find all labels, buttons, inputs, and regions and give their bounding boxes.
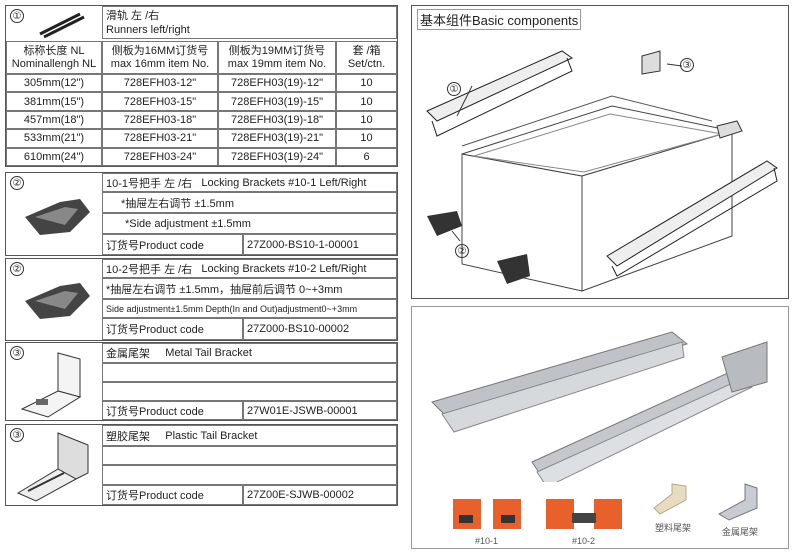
item-number: ②: [10, 176, 24, 190]
metal-tail-bracket-photo: [717, 483, 758, 521]
table-cell: 533mm(21"): [6, 129, 102, 148]
product-code: 27Z00E-SJWB-00002: [247, 489, 354, 501]
metal-bracket-illustration: [20, 352, 82, 418]
item-number: ③: [10, 346, 24, 360]
table-cell: 728EFH03-21": [102, 129, 218, 148]
table-cell: 728EFH03(19)-15": [218, 92, 336, 111]
plastic-tail-bracket-photo: [653, 483, 687, 515]
table-cell: 10: [336, 74, 397, 93]
caption-10-1: #10-1: [475, 536, 499, 546]
adjustment-cn: *抽屉左右调节 ±1.5mm: [121, 197, 234, 210]
adjustment-en: *Side adjustment ±1.5mm: [125, 217, 251, 230]
locking-bracket-10-2-section: ② 10-2号把手 左 /右 Locking Brackets #10-2 Le…: [5, 258, 398, 341]
title-en: Metal Tail Bracket: [165, 347, 252, 359]
table-cell: 10: [336, 110, 397, 130]
product-code: 27Z000-BS10-1-00001: [247, 238, 359, 251]
runner-photo: [431, 331, 768, 482]
metal-tail-bracket-section: ③ 金属尾架 Metal Tail Bracket 订货号Product cod…: [5, 342, 398, 421]
product-photo-panel: #10-1 #10-2 塑料尾架 金属尾架: [411, 306, 789, 549]
locking-bracket-10-1-photo: [453, 499, 521, 529]
adjustment-en: Side adjustment±1.5mm Depth(In and Out)a…: [106, 303, 358, 314]
caption-10-2: #10-2: [572, 536, 596, 546]
product-code-label: 订货号Product code: [106, 490, 204, 502]
table-cell: 728EFH03-18": [102, 110, 218, 130]
title-cn: 塑胶尾架: [106, 430, 150, 443]
table-cell: 10: [336, 129, 397, 148]
locking-bracket-illustration: [25, 199, 90, 235]
title-cn: 滑轨 左 /右: [106, 9, 160, 22]
drawer-assembly-diagram: [426, 50, 778, 292]
table-cell: 728EFH03-12": [102, 74, 218, 93]
item-number: ②: [10, 262, 24, 276]
title-en: Runners left/right: [106, 23, 190, 36]
title-en: Plastic Tail Bracket: [165, 429, 258, 442]
product-code: 27W01E-JSWB-00001: [247, 404, 358, 417]
product-code-label: 订货号Product code: [106, 324, 204, 336]
callout-1: ①: [447, 82, 461, 96]
caption-metal-tail-bracket: 金属尾架: [722, 527, 759, 537]
table-cell: 305mm(12"): [6, 74, 102, 93]
plastic-bracket-illustration: [16, 432, 89, 502]
table-cell: 610mm(24"): [6, 147, 102, 166]
locking-bracket-10-2-photo: [546, 499, 622, 529]
table-cell: 728EFH03(19)-24": [218, 147, 336, 166]
caption-plastic-tail-bracket: 塑料尾架: [655, 523, 692, 533]
locking-bracket-illustration: [25, 283, 90, 319]
callout-3: ③: [680, 58, 694, 72]
table-cell: 6: [336, 147, 397, 166]
table-cell: 381mm(15"): [6, 92, 102, 111]
panel-title: 基本组件Basic components: [417, 9, 582, 30]
item-number: ③: [10, 428, 24, 442]
runner-illustration: [39, 12, 85, 38]
table-cell: 728EFH03(19)-21": [218, 129, 336, 148]
product-code: 27Z000-BS10-00002: [247, 323, 350, 335]
title-en: Locking Brackets #10-2 Left/Right: [201, 262, 367, 275]
plastic-tail-bracket-section: ③ 塑胶尾架 Plastic Tail Bracket 订货号Product c…: [5, 424, 398, 506]
table-cell: 728EFH03-15": [102, 92, 218, 111]
callout-2: ②: [455, 244, 469, 258]
adjustment-cn: *抽屉左右调节 ±1.5mm，抽屉前后调节 0~+3mm: [106, 283, 343, 296]
title-cn: 金属尾架: [106, 348, 150, 360]
product-code-label: 订货号Product code: [106, 405, 204, 418]
title-en: Locking Brackets #10-1 Left/Right: [201, 176, 367, 189]
product-code-label: 订货号Product code: [106, 239, 204, 252]
title-cn: 10-2号把手 左 /右: [106, 263, 193, 276]
locking-bracket-10-1-section: ② 10-1号把手 左 /右 Locking Brackets #10-1 Le…: [5, 172, 398, 256]
table-cell: 457mm(18"): [6, 110, 102, 130]
table-cell: 10: [336, 92, 397, 111]
table-cell: 728EFH03-24": [102, 147, 218, 166]
table-cell: 728EFH03(19)-12": [218, 74, 336, 93]
basic-components-panel: 基本组件Basic components ① ② ③: [411, 5, 789, 299]
title-cn: 10-1号把手 左 /右: [106, 177, 193, 190]
table-cell: 728EFH03(19)-18": [218, 110, 336, 130]
item-number: ①: [10, 9, 24, 23]
